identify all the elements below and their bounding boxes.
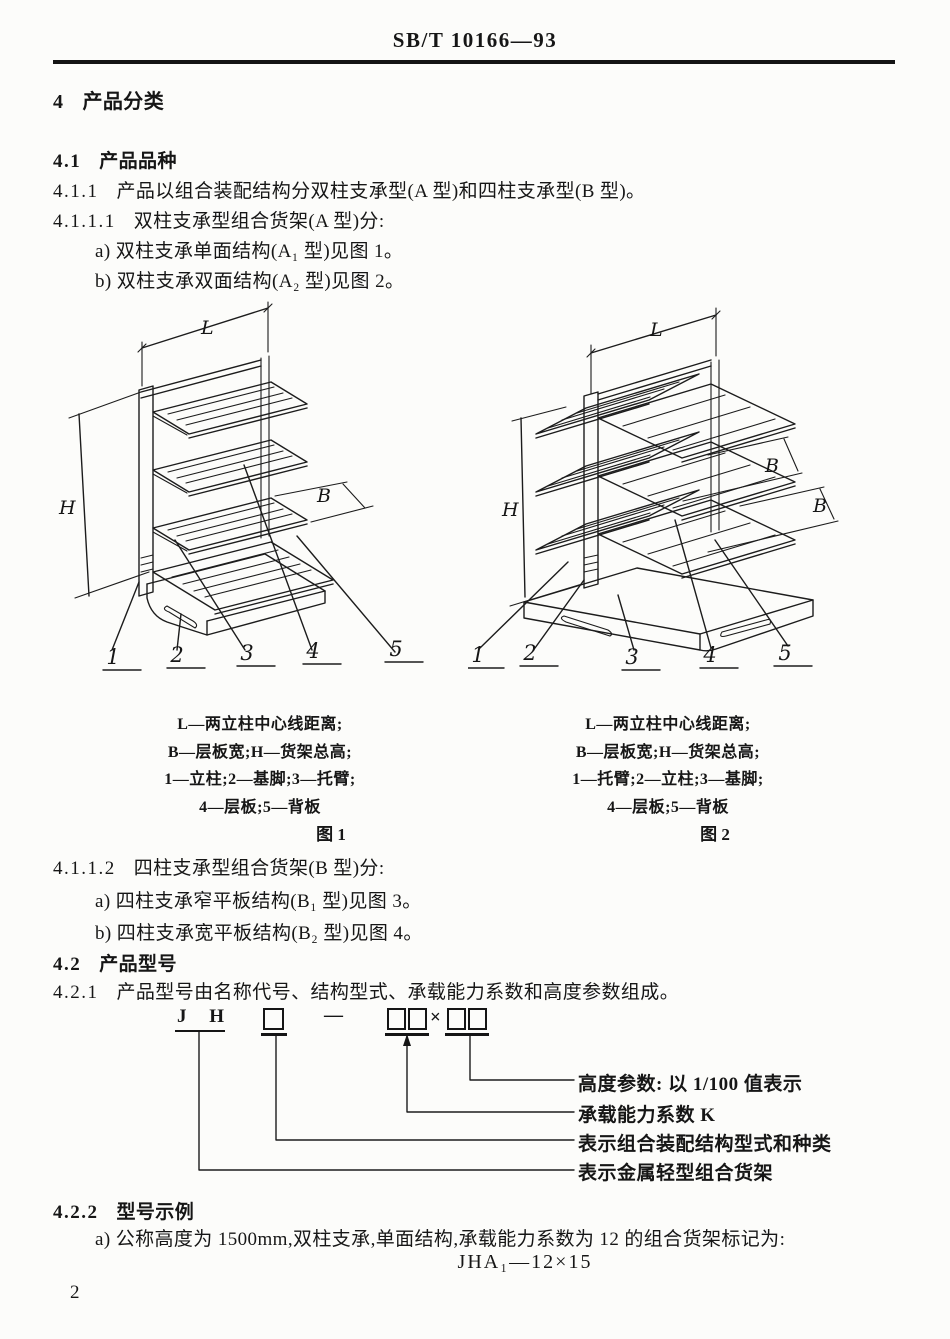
model-prefix: J H: [177, 1006, 227, 1027]
figure2-caption: L—两立柱中心线距离; B—层板宽;H—货架总高; 1—托臂;2—立柱;3—基脚…: [528, 711, 808, 821]
fig1-caption-line-3: 1—立柱;2—基脚;3—托臂;: [164, 771, 356, 788]
fig1-dimension-H: H: [58, 391, 150, 599]
clause-4-1-1-number: 4.1.1: [53, 181, 99, 202]
heading-4-2-2: 4.2.2 型号示例: [53, 1197, 194, 1224]
heading-4: 4 产品分类: [53, 85, 164, 114]
height-param-box-1: [447, 1008, 466, 1030]
clause-4-2-1: 4.2.1 产品型号由名称代号、结构型式、承载能力系数和高度参数组成。: [53, 977, 679, 1004]
clause-4-2-1-text: 产品型号由名称代号、结构型式、承载能力系数和高度参数组成。: [116, 982, 680, 1003]
model-separator: —: [324, 1005, 343, 1026]
example-model-code: JHA₁—12×15: [457, 1251, 593, 1273]
fig2-caption-line-1: L—两立柱中心线距离;: [585, 716, 751, 733]
fig2-leader-lines: [479, 519, 789, 651]
heading-4-2-number: 4.2: [53, 954, 82, 975]
fig2-part-2: 2: [522, 641, 536, 665]
model-prefix-underline: [175, 1030, 225, 1032]
figure1-caption: L—两立柱中心线距离; B—层板宽;H—货架总高; 1—立柱;2—基脚;3—托臂…: [120, 711, 400, 821]
fig1-dim-L-label: L: [200, 317, 214, 339]
fig2-part-5: 5: [778, 641, 791, 665]
fig1-caption-line-4: 4—层板;5—背板: [199, 798, 321, 816]
figure2-drawing: L H: [468, 307, 839, 671]
fig2-dim-L-label: L: [649, 319, 663, 341]
label-product-name: 表示金属轻型组合货架: [578, 1163, 774, 1184]
item-b-type-a2: b) 双柱支承双面结构(A₂ 型)见图 2。: [95, 271, 405, 292]
label-height-parameter: 高度参数: 以 1/100 值表示: [578, 1074, 803, 1095]
clause-4-2-1-number: 4.2.1: [53, 982, 99, 1003]
fig1-part-1: 1: [106, 645, 119, 669]
structure-code-underline: [261, 1033, 287, 1036]
heading-4-2-2-title: 型号示例: [116, 1202, 195, 1223]
fig2-shelf-unit: [523, 359, 814, 652]
load-factor-underline: [385, 1033, 429, 1036]
heading-4-1-title: 产品品种: [99, 151, 177, 172]
fig2-dim-H-label: H: [501, 499, 519, 521]
page-number: 2: [70, 1282, 80, 1303]
fig2-part-3: 3: [625, 645, 638, 669]
clause-4-1-1-2-text: 四柱支承型组合货架(B 型)分:: [133, 858, 385, 879]
figure1-drawing: L H: [58, 301, 424, 671]
fig2-part-1: 1: [471, 643, 484, 667]
fig2-dimension-B1: B: [682, 436, 803, 502]
fig1-part-3: 3: [240, 641, 253, 665]
model-diagram-lines: [198, 1031, 575, 1171]
fig2-dim-B1-label: B: [764, 455, 779, 477]
fig2-caption-line-2: B—层板宽;H—货架总高;: [575, 743, 761, 761]
header-rule: [53, 60, 895, 64]
figure1-label: 图 1: [316, 825, 346, 844]
fig2-part-4: 4: [702, 643, 716, 667]
fig1-dimension-B: B: [274, 481, 374, 523]
heading-4-1-number: 4.1: [53, 151, 82, 172]
fig1-part-4: 4: [305, 639, 319, 663]
item-b-type-b2: b) 四柱支承宽平板结构(B₂ 型)见图 4。: [95, 923, 423, 944]
fig1-part-5: 5: [389, 637, 402, 661]
standard-number: SB/T 10166—93: [392, 28, 558, 52]
clause-4-1-1-2: 4.1.1.2 四柱支承型组合货架(B 型)分:: [53, 853, 385, 880]
clause-4-1-1-1-text: 双柱支承型组合货架(A 型)分:: [133, 211, 385, 232]
heading-4-number: 4: [53, 91, 65, 113]
figure2-label: 图 2: [700, 825, 730, 844]
fig1-dimension-L: L: [137, 301, 273, 387]
load-factor-box-1: [387, 1008, 406, 1030]
load-factor-box-2: [408, 1008, 427, 1030]
fig1-shelf-unit: [138, 355, 334, 636]
heading-4-title: 产品分类: [82, 91, 165, 113]
leader-arrowhead: [403, 1034, 411, 1046]
clause-4-1-1-2-number: 4.1.1.2: [53, 858, 116, 879]
fig2-dim-B2-label: B: [812, 495, 827, 517]
fig1-leader-lines: [111, 464, 396, 653]
height-param-underline: [445, 1033, 489, 1036]
fig2-caption-line-3: 1—托臂;2—立柱;3—基脚;: [572, 771, 764, 788]
item-a-example: a) 公称高度为 1500mm,双柱支承,单面结构,承载能力系数为 12 的组合…: [95, 1229, 786, 1250]
item-a-type-a1: a) 双柱支承单面结构(A₁ 型)见图 1。: [95, 241, 404, 262]
fig1-caption-line-2: B—层板宽;H—货架总高;: [167, 743, 353, 761]
fig1-dim-B-label: B: [316, 485, 331, 507]
model-multiply-sign: ×: [430, 1007, 441, 1028]
item-a-type-b1: a) 四柱支承窄平板结构(B₁ 型)见图 3。: [95, 891, 422, 912]
fig2-dimension-L: L: [586, 307, 721, 395]
structure-code-box: [263, 1008, 284, 1030]
label-load-factor: 承载能力系数 K: [578, 1105, 716, 1126]
fig1-part-numbers: 1 2 3 4 5: [102, 637, 424, 671]
heading-4-2: 4.2 产品型号: [53, 949, 177, 976]
fig1-caption-line-1: L—两立柱中心线距离;: [177, 716, 343, 733]
label-structure-type: 表示组合装配结构型式和种类: [578, 1134, 832, 1155]
clause-4-1-1-text: 产品以组合装配结构分双柱支承型(A 型)和四柱支承型(B 型)。: [116, 181, 646, 202]
fig2-part-numbers: 1 2 3 4 5: [468, 641, 813, 671]
clause-4-1-1: 4.1.1 产品以组合装配结构分双柱支承型(A 型)和四柱支承型(B 型)。: [53, 176, 645, 203]
fig2-caption-line-4: 4—层板;5—背板: [607, 798, 729, 816]
clause-4-1-1-1: 4.1.1.1 双柱支承型组合货架(A 型)分:: [53, 206, 385, 233]
heading-4-1: 4.1 产品品种: [53, 146, 177, 173]
heading-4-2-title: 产品型号: [99, 954, 177, 975]
fig2-dimension-B2: B: [707, 486, 839, 553]
fig1-part-2: 2: [169, 643, 183, 667]
heading-4-2-2-number: 4.2.2: [53, 1202, 99, 1223]
clause-4-1-1-1-number: 4.1.1.1: [53, 211, 116, 232]
fig1-dim-H-label: H: [58, 497, 76, 519]
height-param-box-2: [468, 1008, 487, 1030]
